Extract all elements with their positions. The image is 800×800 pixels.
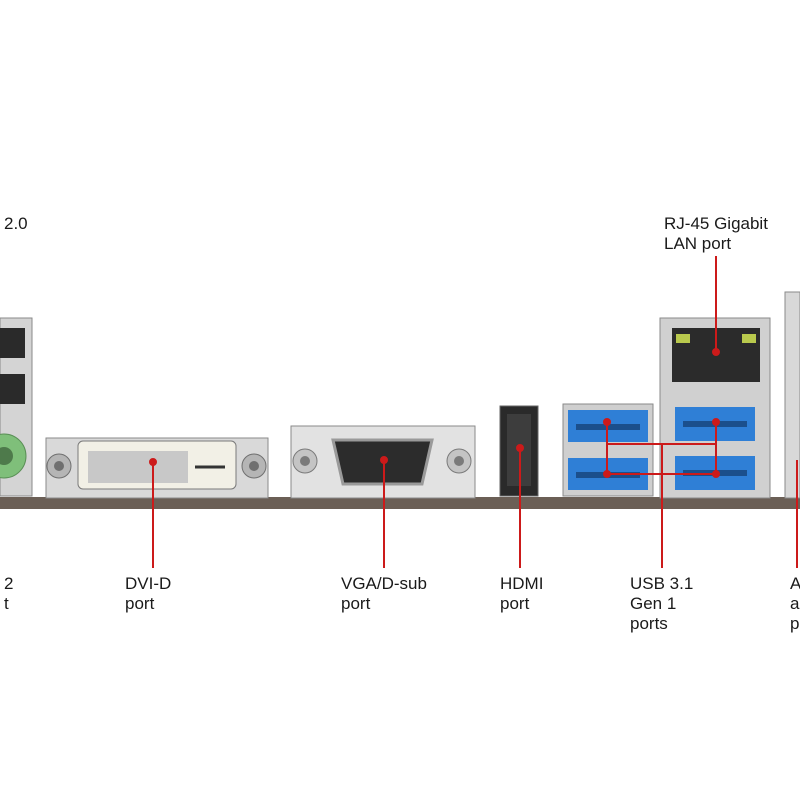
dvi-leader-dot bbox=[149, 458, 157, 466]
audio-label: A a p bbox=[790, 574, 800, 634]
usb31-label-line-3: ports bbox=[630, 614, 668, 633]
usb31-label-line-1: USB 3.1 bbox=[630, 574, 694, 593]
ps2-usb20-stack bbox=[0, 317, 33, 497]
rj45-label-line-2: LAN port bbox=[664, 234, 732, 253]
dvi-d-connector bbox=[45, 437, 269, 499]
dvi-label: DVI-D port bbox=[125, 574, 171, 614]
audio-label-line-3: p bbox=[790, 614, 800, 633]
dvi-label-line-2: port bbox=[125, 594, 155, 613]
usb31-leader-dot-4 bbox=[712, 470, 720, 478]
ps2-label-line-2: t bbox=[4, 594, 9, 613]
usb31-leader-dot-1 bbox=[603, 418, 611, 426]
usb20-label-line: 2.0 bbox=[4, 214, 28, 233]
usb31-label-line-2: Gen 1 bbox=[630, 594, 677, 613]
audio-label-line-2: a bbox=[790, 594, 800, 613]
vga-label-line-1: VGA/D-sub bbox=[341, 574, 427, 593]
ps2-label: 2 t bbox=[4, 574, 13, 614]
vga-label-line-2: port bbox=[341, 594, 371, 613]
hdmi-label-line-1: HDMI bbox=[500, 574, 544, 593]
ps2-label-line-1: 2 bbox=[4, 574, 14, 593]
rj45-label: RJ-45 Gigabit LAN port bbox=[664, 214, 768, 254]
vga-label: VGA/D-sub port bbox=[341, 574, 427, 614]
hdmi-label: HDMI port bbox=[500, 574, 543, 614]
vga-leader-dot bbox=[380, 456, 388, 464]
audio-label-line-1: A bbox=[790, 574, 800, 593]
audio-stack-edge bbox=[784, 291, 800, 499]
rj45-label-line-1: RJ-45 Gigabit bbox=[664, 214, 768, 233]
usb31-label: USB 3.1 Gen 1 ports bbox=[630, 574, 693, 634]
usb31-leader-dot-2 bbox=[603, 470, 611, 478]
usb20-label: 2.0 bbox=[4, 214, 28, 234]
motherboard-edge bbox=[0, 497, 800, 509]
hdmi-label-line-2: port bbox=[500, 594, 530, 613]
usb31-leader-dot-3 bbox=[712, 418, 720, 426]
rj45-leader-dot bbox=[712, 348, 720, 356]
hdmi-leader-dot bbox=[516, 444, 524, 452]
dvi-label-line-1: DVI-D bbox=[125, 574, 172, 593]
